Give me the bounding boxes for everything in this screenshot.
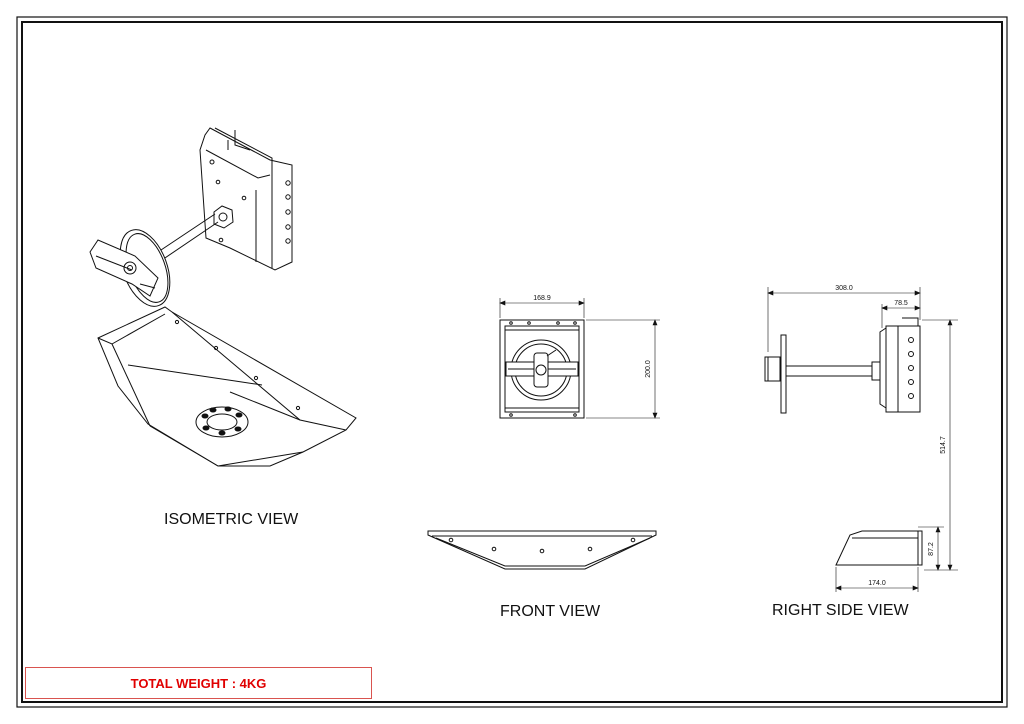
front-view-tray	[427, 530, 657, 570]
total-weight-text: TOTAL WEIGHT : 4KG	[130, 675, 267, 691]
total-weight-box: TOTAL WEIGHT : 4KG	[25, 667, 372, 699]
dim-side-tray-depth: 174.0	[868, 580, 886, 587]
inner-border	[21, 21, 1003, 703]
dim-front-height: 200.0	[645, 360, 652, 378]
isometric-view-label: ISOMETRIC VIEW	[164, 511, 299, 528]
front-view-label: FRONT VIEW	[500, 603, 601, 620]
outer-border	[16, 16, 1008, 708]
front-view-plate	[499, 319, 585, 419]
front-view-dimensions	[499, 298, 660, 419]
dim-front-width: 168.9	[533, 295, 551, 302]
side-view-drawing	[764, 317, 923, 566]
dim-side-tray-height: 87.2	[928, 542, 935, 556]
dim-side-total-height: 514.7	[940, 436, 947, 454]
dim-side-length: 308.0	[835, 285, 853, 292]
isometric-view-drawing	[89, 127, 357, 467]
right-side-view-label: RIGHT SIDE VIEW	[772, 602, 909, 619]
dim-side-bracket-depth: 78.5	[894, 300, 908, 307]
side-view-dimensions	[767, 287, 958, 592]
